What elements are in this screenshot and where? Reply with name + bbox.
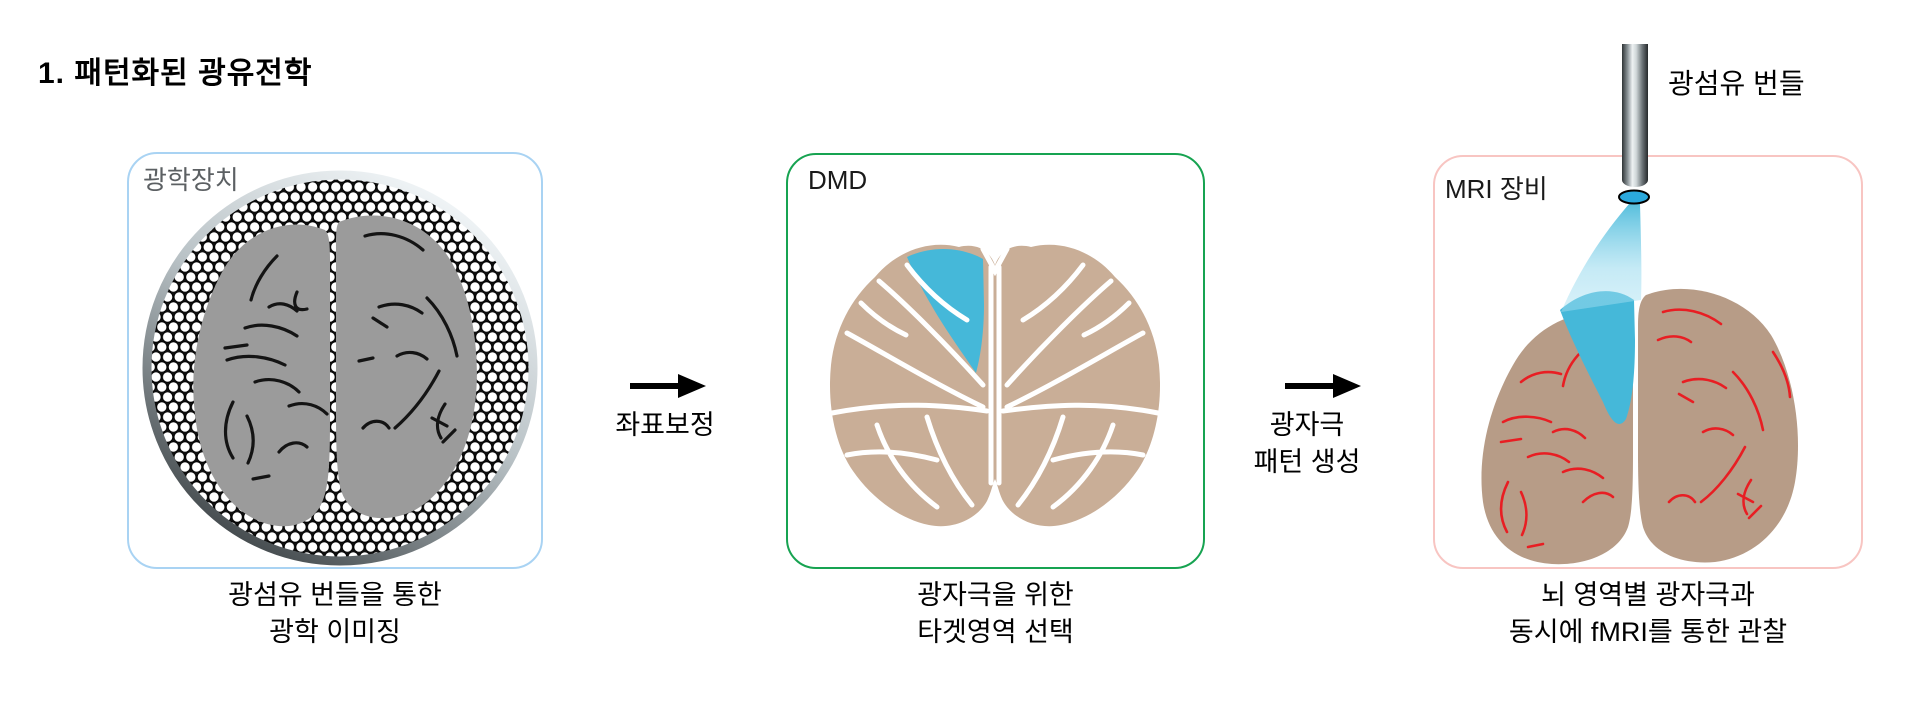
panel-dmd-caption: 광자극을 위한 타겟영역 선택: [786, 577, 1205, 651]
arrow-label-line: 좌표보정: [615, 410, 715, 440]
caption-line: 광섬유 번들을 통한: [228, 580, 442, 610]
panel-mri-label: MRI 장비: [1445, 174, 1548, 204]
panel-optical-device-caption: 광섬유 번들을 통한 광학 이미징: [127, 577, 543, 651]
page-title: 1. 패턴화된 광유전학: [38, 57, 313, 90]
panel-mri: [1433, 155, 1863, 569]
panel-dmd: [786, 153, 1205, 569]
arrow-label-line: 패턴 생성: [1253, 447, 1361, 477]
caption-line: 동시에 fMRI를 통한 관찰: [1508, 617, 1788, 647]
panel-optical-device-label: 광학장치: [143, 165, 239, 195]
arrow-right-icon: [630, 374, 706, 398]
fiber-bundle-probe-label: 광섬유 번들: [1668, 68, 1805, 99]
caption-line: 광자극을 위한: [917, 580, 1074, 610]
arrow-right-icon: [1285, 374, 1361, 398]
panel-mri-caption: 뇌 영역별 광자극과 동시에 fMRI를 통한 관찰: [1398, 577, 1898, 651]
arrow-1-label: 좌표보정: [575, 407, 755, 444]
panel-dmd-label: DMD: [808, 165, 868, 195]
caption-line: 뇌 영역별 광자극과: [1541, 580, 1755, 610]
arrow-label-line: 광자극: [1269, 410, 1345, 440]
caption-line: 광학 이미징: [269, 617, 401, 647]
caption-line: 타겟영역 선택: [917, 617, 1074, 647]
panel-optical-device: [127, 152, 543, 569]
arrow-2-label: 광자극 패턴 생성: [1222, 407, 1392, 481]
